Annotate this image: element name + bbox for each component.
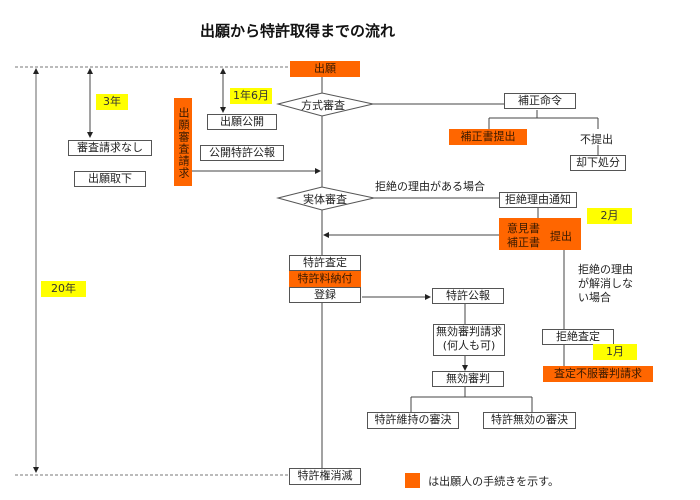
opinion-doc-label: 意見書 xyxy=(507,222,540,235)
eighteen-month-duration: 1年6月 xyxy=(230,88,272,104)
patent-gazette-node: 特許公報 xyxy=(432,288,504,304)
final-rejection-node: 拒絶査定 xyxy=(542,329,614,345)
no-submit-label: 不提出 xyxy=(580,133,613,146)
amend-submit-node: 補正書提出 xyxy=(449,129,527,145)
opinion-amendment-submit-node: 意見書 補正書 提出 xyxy=(499,218,581,250)
substantive-exam-label: 実体審査 xyxy=(303,193,347,206)
unresolved-label: 拒絶の理由 が解消しな い場合 xyxy=(578,263,633,304)
publication-node: 出願公開 xyxy=(207,114,277,130)
three-year-duration: 3年 xyxy=(96,94,128,110)
exam-request-node: 出願審査請求 xyxy=(174,98,192,186)
twenty-year-duration: 20年 xyxy=(41,281,86,297)
withdrawn-node: 出願取下 xyxy=(74,171,146,187)
legend-swatch xyxy=(405,473,420,488)
submit-label: 提出 xyxy=(550,230,572,243)
one-month-duration: 1月 xyxy=(593,344,637,360)
unexamined-gazette-node: 公開特許公報 xyxy=(200,145,284,161)
appeal-request-node: 査定不服審判請求 xyxy=(543,366,653,382)
legend-text: は出願人の手続きを示す。 xyxy=(428,474,559,488)
no-exam-request-node: 審査請求なし xyxy=(68,140,152,156)
maintain-decision-node: 特許維持の審決 xyxy=(367,412,459,429)
two-month-duration: 2月 xyxy=(587,208,632,224)
rejection-reason-label: 拒絶の理由がある場合 xyxy=(375,180,485,193)
grant-decision-node: 特許査定 xyxy=(289,255,361,271)
invalid-decision-node: 特許無効の審決 xyxy=(483,412,576,429)
rejection-notice-node: 拒絶理由通知 xyxy=(499,192,577,208)
page-title: 出願から特許取得までの流れ xyxy=(200,22,396,40)
formal-exam-diamond xyxy=(276,92,374,117)
dismissal-node: 却下処分 xyxy=(570,155,626,171)
amendment-doc-label: 補正書 xyxy=(507,236,540,249)
formal-exam-label: 方式審査 xyxy=(301,99,345,112)
expiry-node: 特許権消滅 xyxy=(289,468,361,485)
legend: は出願人の手続きを示す。 xyxy=(405,470,559,489)
invalidation-trial-node: 無効審判 xyxy=(432,371,504,387)
fee-payment-node: 特許料納付 xyxy=(289,271,361,287)
amend-order-node: 補正命令 xyxy=(504,93,576,109)
invalidation-request-node: 無効審判請求 (何人も可) xyxy=(433,324,505,356)
exam-request-label: 出願審査請求 xyxy=(177,107,190,179)
filing-node: 出願 xyxy=(290,61,360,77)
substantive-exam-diamond xyxy=(276,186,375,211)
registration-node: 登録 xyxy=(289,287,361,303)
